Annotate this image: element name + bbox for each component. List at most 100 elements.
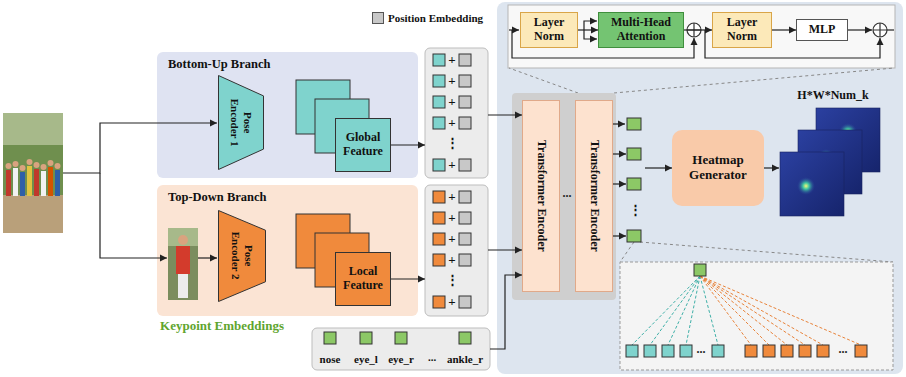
token-square [433,296,445,308]
legend-heading: Keypoint Embeddings [160,319,284,334]
zoom-token [644,345,656,357]
connector-arrow [391,144,425,145]
zoom-token [680,345,692,357]
node-text: ... [428,351,436,364]
process-box: Layer Norm [520,12,578,48]
node-text: Layer Norm [715,16,769,44]
zoom-token [781,345,793,357]
encoder-outline-shape [219,76,264,170]
connector-arrow [488,249,522,250]
ellipsis-mark: ... [563,187,572,201]
token-wires [613,153,626,154]
connector-arrow [488,114,522,115]
input-wires [63,123,217,173]
residual-wires [848,29,872,30]
crowd-photo [27,159,33,165]
crowd-photo [41,164,47,170]
token-column [425,48,488,316]
zoom-token [799,345,811,357]
node-text: MLP [809,23,836,37]
zoom-leader [509,68,578,93]
encoder-stack-region [512,93,616,300]
crop-photo [168,228,198,300]
feature-box: Local Feature [335,252,391,306]
process-box: Layer Norm [712,12,772,48]
process-box: Multi-Head Attention [598,12,684,48]
add-symbol [873,23,887,37]
residual-wires [584,30,597,39]
node-text: Pose Encoder 1 [228,92,253,154]
token-column: ++++⋮+ [425,48,488,178]
connector-arrow [772,29,796,30]
token-square [459,212,471,224]
token-wires [762,167,779,168]
bottom-up-panel [157,52,418,178]
zoom-token [626,345,867,357]
crowd-photo [34,169,39,196]
zoom-token [712,345,724,357]
node-text: + [448,211,455,226]
node-text: + [448,158,455,173]
node-text: Local Feature [338,265,388,293]
token-column [425,48,488,178]
zoom-token [662,345,674,357]
attention-line [700,276,861,345]
residual-wires [887,29,894,30]
keypoint-square [324,332,336,344]
crowd-photo [20,165,26,171]
token-column: ++++⋮+ [425,185,488,316]
input-wires [100,173,167,258]
output-token [627,230,641,242]
crowd-photo [3,113,63,233]
crowd-photo [3,195,63,233]
generator-box: Heatmap Generator [672,130,764,206]
crowd-photo [6,163,12,169]
zoom-token [763,345,775,357]
token-square [459,254,471,266]
encoder-box: Transformer Encoder [522,100,560,292]
node-text: ⋮ [629,203,642,218]
keypoint-box [312,328,490,370]
branch-panel: Top-Down BranchPose Encoder 2Local Featu… [157,185,418,316]
residual-wires [584,21,597,30]
node-text: eye_l [354,353,378,366]
legend-swatch [372,12,384,24]
node-text: + [448,295,455,310]
keypoint-square [395,332,407,344]
node-text: + [448,116,455,131]
top-down-panel [157,185,418,316]
token-square [459,296,471,308]
attention-line [632,276,861,345]
connector-arrow [391,278,425,279]
output-token-column: ⋮ [625,118,645,248]
zoom-leader [640,242,893,262]
token-square [459,159,471,171]
output-token [627,148,641,160]
token-wires [613,183,626,184]
crop-photo [178,235,188,245]
ellipsis-mark: ... [839,343,848,357]
node-text: + [448,253,455,268]
token-square [433,212,445,224]
process-box: MLP [796,19,848,41]
node-text: + [448,190,455,205]
token-square [459,54,471,66]
node-text: + [448,74,455,89]
connector-arrow [490,275,522,349]
token-square [433,117,445,129]
input-wires [198,257,217,258]
zoom-token [855,345,867,357]
crowd-photo [13,168,18,196]
heatmap-image [780,108,880,216]
keypoint-square [459,332,471,344]
crop-photo [178,274,188,298]
connector-arrow [645,167,672,168]
crowd-photo [48,167,53,196]
crop-photo [176,246,190,274]
token-square [459,75,471,87]
connector-arrow [684,29,712,30]
node-text: + [448,95,455,110]
zoom-token [817,345,829,357]
crowd-photo [27,166,32,196]
